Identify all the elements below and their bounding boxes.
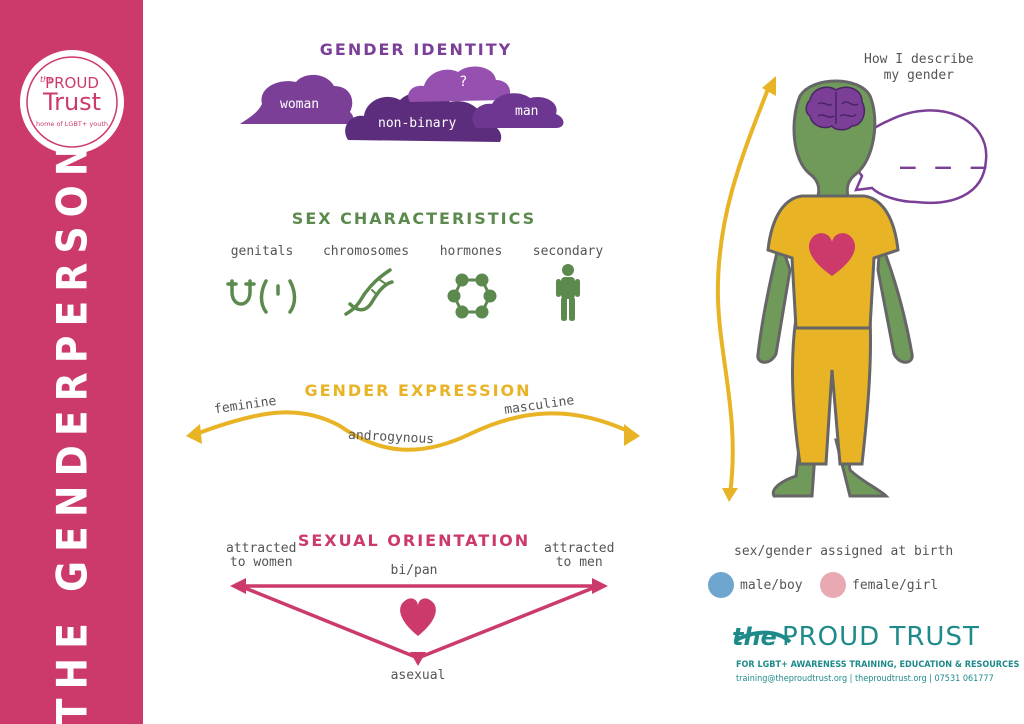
footer-logo-mark xyxy=(735,630,792,644)
cloud-label-woman: woman xyxy=(280,97,320,112)
cloud-man xyxy=(472,93,564,128)
label-attracted-to-men: attracted to men xyxy=(544,541,615,570)
trousers xyxy=(791,316,873,466)
gender-identity-clouds xyxy=(240,66,564,142)
right-leg xyxy=(834,438,890,498)
sexual-orientation-heading: SEXUAL ORIENTATION xyxy=(297,531,531,550)
cloud-question xyxy=(408,66,511,102)
brain-icon xyxy=(805,86,866,131)
logo-word2: Trust xyxy=(42,88,101,116)
right-arm xyxy=(876,239,914,364)
label-attracted-to-women: attracted to women xyxy=(226,541,297,570)
sex-characteristics-heading: SEX CHARACTERISTICS xyxy=(291,209,537,228)
gender-identity-heading: GENDER IDENTITY xyxy=(319,40,513,59)
gender-expression-arrow xyxy=(186,410,640,452)
label-secondary: secondary xyxy=(532,244,604,259)
body-silhouette-icon xyxy=(556,264,580,321)
sexual-orientation-triangle xyxy=(230,578,608,666)
bubble-blanks: _ _ _ xyxy=(900,140,989,170)
label-asexual: asexual xyxy=(390,668,446,683)
chest-heart xyxy=(808,233,856,276)
footer-brand: the PROUD TRUST xyxy=(732,622,980,652)
hormone-molecule-icon xyxy=(447,273,497,319)
left-arm xyxy=(756,234,792,364)
female-dot xyxy=(820,572,846,598)
logo-the: the xyxy=(40,75,53,84)
cloud-label-question: ? xyxy=(459,74,468,90)
male-dot xyxy=(708,572,734,598)
label-male: male/boy xyxy=(740,578,803,593)
gender-expression-heading: GENDER EXPRESSION xyxy=(304,381,532,400)
proud-trust-logo: the PROUD Trust home of LGBT+ youth xyxy=(20,50,124,154)
logo-ring-text: home of LGBT+ youth xyxy=(36,120,108,128)
vertical-scale-arrow xyxy=(715,76,776,502)
label-genitals: genitals xyxy=(230,244,294,259)
speech-caption-line2: my gender xyxy=(883,68,955,83)
logo-word1: PROUD xyxy=(45,74,99,92)
label-chromosomes: chromosomes xyxy=(322,244,410,259)
cloud-label-non-binary: non-binary xyxy=(378,116,457,131)
assigned-heading: sex/gender assigned at birth xyxy=(734,544,954,559)
footer-contact: training@theproudtrust.org | theproudtru… xyxy=(736,674,994,684)
dna-icon xyxy=(344,268,394,316)
cloud-label-man: man xyxy=(515,104,539,119)
label-bi-pan: bi/pan xyxy=(390,563,438,578)
label-female: female/girl xyxy=(852,578,939,593)
label-hormones: hormones xyxy=(439,244,503,259)
heart-icon xyxy=(400,598,436,636)
speech-caption: How I describe my gender xyxy=(864,52,974,84)
footer-tagline: FOR LGBT+ AWARENESS TRAINING, EDUCATION … xyxy=(736,660,1020,670)
speech-caption-line1: How I describe xyxy=(864,52,974,67)
footer-the: the xyxy=(732,623,777,651)
cloud-non-binary xyxy=(345,91,502,142)
genitals-icon xyxy=(226,279,297,314)
footer-name: PROUD TRUST xyxy=(781,622,980,652)
cloud-woman xyxy=(240,74,354,124)
genderperson-figure xyxy=(756,79,914,498)
sidebar: the PROUD Trust home of LGBT+ youth THE … xyxy=(0,0,143,724)
